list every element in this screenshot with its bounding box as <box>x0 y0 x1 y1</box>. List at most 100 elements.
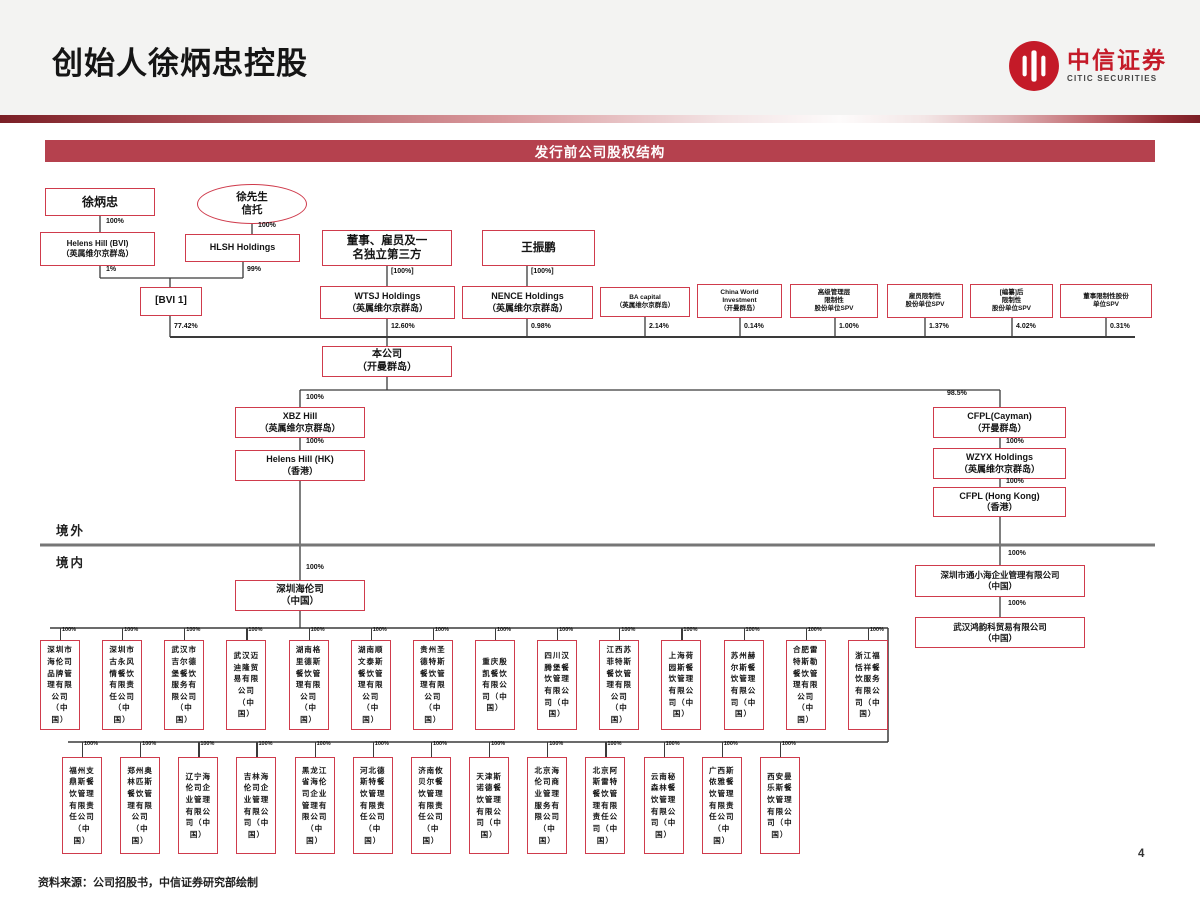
pct-trust-to-hlsh: 100% <box>258 222 276 229</box>
subsidiary-pct: 100% <box>248 627 263 633</box>
subsidiary-item: 100% 北京阿斯雷特餐饮管理有限责任公司（中国） <box>585 741 626 854</box>
subsidiary-connector: 100% <box>644 741 684 757</box>
subsidiary-connector: 100% <box>702 741 742 757</box>
subsidiary-connector: 100% <box>351 627 391 640</box>
pct-xbz-to-hhk: 100% <box>306 438 324 445</box>
subsidiary-item: 100% 黑龙江省海伦司企业管理有限公司（中国） <box>294 741 335 854</box>
pct-wzyx-to-cfplhk: 100% <box>1006 478 1024 485</box>
subsidiary-pct: 100% <box>781 741 796 747</box>
subsidiary-box: 辽宁海伦司企业管理有限公司（中国） <box>178 757 219 854</box>
pct-co-to-cfpl: 98.5% <box>947 390 967 397</box>
node-sublabel: （开曼群岛） <box>720 305 759 313</box>
subsidiary-row-2: 100% 福州支鼎斯餐饮管理有限责任公司（中国） 100% 郑州奥林匹斯餐饮管理… <box>62 741 800 854</box>
slide-header: 创始人徐炳忠控股 中信证券 CITIC SECURITIES <box>0 0 1200 115</box>
node-label: 深圳海伦司 <box>276 583 324 595</box>
subsidiary-pct: 100% <box>310 627 325 633</box>
subsidiary-item: 100% 吉林海伦司企业管理有限公司（中国） <box>236 741 277 854</box>
subsidiary-box: 北京阿斯雷特餐饮管理有限责任公司（中国） <box>585 757 626 854</box>
subsidiary-pct: 100% <box>434 627 449 633</box>
node-label: Helens Hill (BVI) <box>66 239 129 248</box>
subsidiary-box: 北京海伦司商业管理服务有限公司（中国） <box>527 757 568 854</box>
subsidiary-row-1: 100% 深圳市海伦司品牌管理有限公司（中国） 100% 深圳市古永风情餐饮有限… <box>40 627 888 730</box>
node-label: 王振鹏 <box>521 241 556 254</box>
subsidiary-connector: 100% <box>226 627 266 640</box>
subsidiary-item: 100% 重庆殷凯餐饮有限公司（中国） <box>474 627 515 730</box>
subsidiary-connector: 100% <box>411 741 451 757</box>
pct-cfplhk-to-txh: 100% <box>1008 550 1026 557</box>
subsidiary-pct: 100% <box>549 741 564 747</box>
region-offshore-label: 境外 <box>56 524 86 538</box>
node-label: 深圳市通小海企业管理有限公司 <box>940 570 1060 581</box>
pct-wang-to-nence: [100%] <box>531 268 554 275</box>
pct-spv-mgmt-to-co: 1.00% <box>839 323 859 330</box>
subsidiary-item: 100% 苏州赫尔斯餐饮管理有限公司（中国） <box>723 627 764 730</box>
node-label: China World <box>720 288 759 296</box>
subsidiary-item: 100% 天津斯诺德餐饮管理有限公司（中国） <box>469 741 510 854</box>
node-helens-hill-bvi: Helens Hill (BVI) （英属维尔京群岛） <box>40 232 155 266</box>
node-label: 信托 <box>241 204 263 216</box>
subsidiary-pct: 100% <box>200 741 215 747</box>
node-spv-management: 高级管理层 限制性 股份单位SPV <box>790 284 878 318</box>
subsidiary-item: 100% 深圳市海伦司品牌管理有限公司（中国） <box>40 627 80 730</box>
node-sublabel: （中国） <box>982 632 1017 643</box>
subsidiary-pct: 100% <box>607 741 622 747</box>
pct-spv-post-to-co: 4.02% <box>1016 323 1036 330</box>
node-sublabel: （中国） <box>982 581 1017 591</box>
node-label: [编纂]后 <box>999 288 1024 296</box>
node-sublabel: （开曼群岛） <box>357 361 417 373</box>
node-label: 限制性 <box>1001 296 1022 304</box>
node-xbz-hill: XBZ Hill （英属维尔京群岛） <box>235 407 365 438</box>
citic-logo-cn: 中信证券 <box>1067 48 1167 73</box>
region-onshore-label: 境内 <box>56 556 86 570</box>
subsidiary-item: 100% 广西斯侬雅餐饮管理有限责任公司（中国） <box>701 741 742 854</box>
node-label: 限制性 <box>824 296 844 304</box>
pct-helens-to-bvi1: 1% <box>106 266 117 273</box>
node-wzyx-holdings: WZYX Holdings （英属维尔京群岛） <box>933 448 1066 479</box>
page-number: 4 <box>1138 848 1145 860</box>
node-hlsh-holdings: HLSH Holdings <box>185 234 300 262</box>
subsidiary-item: 100% 上海荷园斯餐饮管理有限公司（中国） <box>661 627 702 730</box>
page-title: 创始人徐炳忠控股 <box>52 46 308 81</box>
subsidiary-item: 100% 河北德斯特餐饮管理有限责任公司（中国） <box>352 741 393 854</box>
node-sublabel: （英属维尔京群岛） <box>61 249 134 258</box>
node-tongxiaohai: 深圳市通小海企业管理有限公司 （中国） <box>915 565 1085 597</box>
subsidiary-item: 100% 湖南顺文泰斯餐饮管理有限公司（中国） <box>350 627 391 730</box>
subsidiary-connector: 100% <box>760 741 800 757</box>
subsidiary-pct: 100% <box>807 627 822 633</box>
node-the-company: 本公司 （开曼群岛） <box>322 346 452 377</box>
node-sublabel: （英属维尔京群岛） <box>486 302 568 313</box>
subsidiary-connector: 100% <box>585 741 625 757</box>
subsidiary-item: 100% 浙江福恬祥餐饮服务有限公司（中国） <box>847 627 888 730</box>
subsidiary-box: 云南秘森林餐饮管理有限公司（中国） <box>643 757 684 854</box>
pct-wtsj-to-co: 12.60% <box>391 323 415 330</box>
pct-ba-to-co: 2.14% <box>649 323 669 330</box>
subsidiary-connector: 100% <box>353 741 393 757</box>
node-shenzhen-helens: 深圳海伦司 （中国） <box>235 580 365 611</box>
subsidiary-box: 西安曼乐斯餐饮管理有限公司（中国） <box>759 757 800 854</box>
subsidiary-box: 四川汉腾堡餐饮管理有限公司（中国） <box>537 640 578 730</box>
subsidiary-connector: 100% <box>120 741 160 757</box>
subsidiary-pct: 100% <box>186 627 201 633</box>
subsidiary-connector: 100% <box>599 627 639 640</box>
subsidiary-box: 吉林海伦司企业管理有限公司（中国） <box>236 757 277 854</box>
subsidiary-box: 郑州奥林匹斯餐饮管理有限公司（中国） <box>120 757 161 854</box>
subsidiary-box: 广西斯侬雅餐饮管理有限责任公司（中国） <box>701 757 742 854</box>
subsidiary-connector: 100% <box>289 627 329 640</box>
pct-cwi-to-co: 0.14% <box>744 323 764 330</box>
node-label: 雇员限制性 <box>908 292 942 300</box>
subsidiary-item: 100% 西安曼乐斯餐饮管理有限公司（中国） <box>759 741 800 854</box>
chart-title-banner: 发行前公司股权结构 <box>45 140 1155 162</box>
subsidiary-connector: 100% <box>724 627 764 640</box>
node-spv-post: [编纂]后 限制性 股份单位SPV <box>970 284 1053 318</box>
subsidiary-pct: 100% <box>869 627 884 633</box>
pct-nence-to-co: 0.98% <box>531 323 551 330</box>
node-label: WTSJ Holdings <box>354 291 421 302</box>
node-label: CFPL (Hong Kong) <box>959 490 1040 501</box>
subsidiary-connector: 100% <box>527 741 567 757</box>
subsidiary-box: 贵州圣德特斯餐饮管理有限公司（中国） <box>412 640 453 730</box>
subsidiary-box: 济南攸贝尔餐饮管理有限责任公司（中国） <box>410 757 451 854</box>
citic-logo-text: 中信证券 CITIC SECURITIES <box>1067 49 1167 83</box>
node-sublabel: （英属维尔京群岛） <box>958 463 1040 474</box>
